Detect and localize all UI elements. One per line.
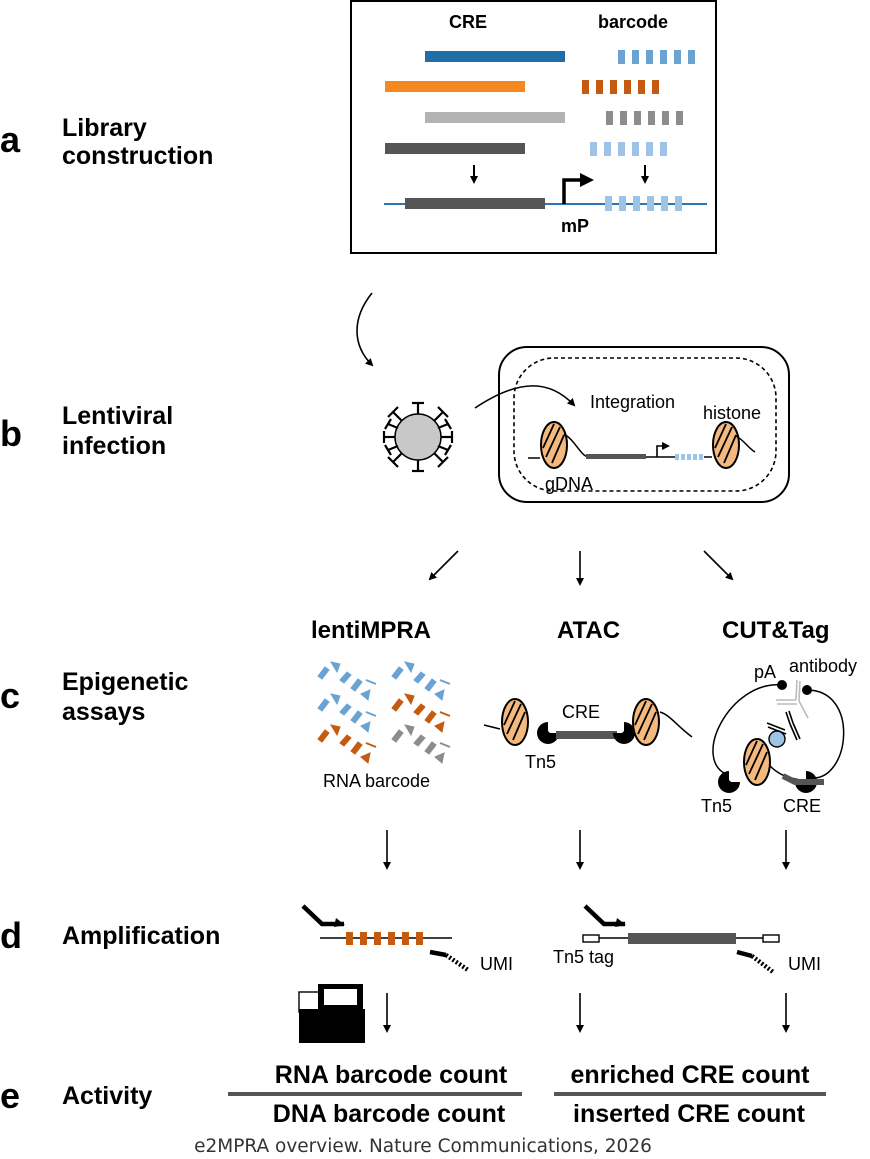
panel-b: b Lentiviral infection	[0, 346, 790, 503]
target-protein	[768, 730, 786, 748]
panel-d-title: Amplification	[62, 922, 220, 950]
cre-bar-lightgray	[425, 112, 565, 123]
transition-arrow-a-b	[356, 292, 374, 367]
integrated-barcode	[675, 454, 703, 460]
barcode-blue	[618, 50, 695, 64]
barcode-rust	[582, 80, 659, 94]
fraction-numerator-enriched: enriched CRE count	[571, 1061, 811, 1089]
assay-title-atac: ATAC	[557, 617, 620, 644]
nucleus-envelope	[513, 357, 777, 492]
fraction-denominator-dna: DNA barcode count	[273, 1100, 506, 1128]
tn5-tag-left	[582, 934, 600, 943]
panel-e-title: Activity	[62, 1082, 152, 1110]
amplicon-cre	[628, 933, 736, 944]
histone-label: histone	[703, 403, 761, 423]
minimal-promoter-arrow	[562, 173, 594, 204]
panel-d: d Amplification UMI Tn5 ta	[0, 904, 821, 1043]
panel-a-letter: a	[0, 119, 21, 160]
panel-e: e Activity RNA barcode count DNA barcode…	[0, 1061, 826, 1128]
cuttag-histone	[743, 738, 771, 786]
atac-histone-right	[632, 698, 660, 746]
cre-bar-orange	[385, 81, 525, 92]
panel-e-letter: e	[0, 1075, 20, 1116]
rna-barcode-label: RNA barcode	[323, 771, 430, 791]
library-box	[350, 0, 717, 254]
assay-title-lentimpra: lentiMPRA	[311, 617, 431, 644]
umi-right-label: UMI	[788, 954, 821, 974]
integrated-cre	[586, 454, 646, 459]
tn5-icon-right	[613, 722, 635, 744]
atac-cre	[556, 731, 617, 739]
cuttag-cre-label: CRE	[783, 796, 821, 816]
atac-schematic	[483, 698, 693, 746]
lentimpra-amplicon	[301, 904, 470, 972]
fraction-bar-mpra	[228, 1092, 522, 1096]
integration-arrow	[474, 385, 576, 409]
barcode-gray	[606, 111, 683, 125]
histone-left	[540, 421, 568, 469]
pa-right	[802, 685, 812, 695]
panel-b-letter: b	[0, 413, 22, 454]
cre-bar-blue	[425, 51, 565, 62]
fraction-bar-epigenetic	[554, 1092, 826, 1096]
gdna-label: gDNA	[545, 474, 593, 494]
activity-fraction-epigenetic: enriched CRE count inserted CRE count	[554, 1061, 826, 1128]
atac-tn5-label: Tn5	[525, 752, 556, 772]
panel-c: c Epigenetic assays lentiMPRA ATAC CUT&T…	[0, 617, 857, 816]
cuttag-cre	[781, 773, 824, 785]
panel-c-title-line1: Epigenetic	[62, 668, 189, 696]
cuttag-tn5-label: Tn5	[701, 796, 732, 816]
integration-label: Integration	[590, 392, 675, 412]
arrow-to-cuttag	[703, 550, 734, 581]
rna-barcode-fragments	[317, 661, 451, 764]
barcode-column-label: barcode	[598, 12, 668, 32]
figure-caption: e2MPRA overview. Nature Communications, …	[194, 1136, 652, 1157]
barcode-lightblue	[590, 142, 667, 156]
fraction-numerator-rna: RNA barcode count	[275, 1061, 508, 1089]
secondary-antibody-icon	[776, 679, 809, 719]
cre-bar-darkgray	[385, 143, 525, 154]
assay-title-cuttag: CUT&Tag	[722, 617, 830, 644]
antibody-label: antibody	[789, 656, 857, 676]
construct-cre	[405, 198, 545, 209]
panel-b-title-line2: infection	[62, 432, 166, 460]
atac-amplicon	[582, 904, 780, 974]
tn5-tag-label: Tn5 tag	[553, 947, 614, 967]
panel-c-letter: c	[0, 675, 20, 716]
panel-a: a Library construction CRE barcode	[0, 0, 717, 254]
virus-icon	[382, 401, 454, 473]
panel-c-title-line2: assays	[62, 698, 145, 726]
cuttag-tn5-left	[718, 771, 740, 793]
cell-membrane	[498, 346, 790, 503]
sequencer-icon	[298, 984, 365, 1043]
cre-column-label: CRE	[449, 12, 487, 32]
panel-a-title-line2: construction	[62, 142, 213, 170]
panel-d-letter: d	[0, 915, 22, 956]
fraction-denominator-inserted: inserted CRE count	[573, 1100, 806, 1128]
panel-a-title-line1: Library	[62, 114, 147, 142]
pa-left	[777, 680, 787, 690]
construct-barcode	[605, 196, 682, 211]
promoter-label: mP	[561, 216, 589, 236]
activity-fraction-mpra: RNA barcode count DNA barcode count	[228, 1061, 522, 1128]
cuttag-schematic	[712, 679, 845, 793]
umi-left-label: UMI	[480, 954, 513, 974]
atac-histone-left	[501, 698, 529, 746]
atac-cre-label: CRE	[562, 702, 600, 722]
tn5-icon-left	[537, 722, 559, 744]
tn5-tag-right	[762, 934, 780, 943]
integrated-promoter-arrow	[656, 442, 670, 457]
panel-b-title-line1: Lentiviral	[62, 402, 173, 430]
arrow-to-lentimpra	[428, 550, 459, 581]
histone-right	[712, 421, 740, 469]
pa-label: pA	[754, 662, 776, 682]
